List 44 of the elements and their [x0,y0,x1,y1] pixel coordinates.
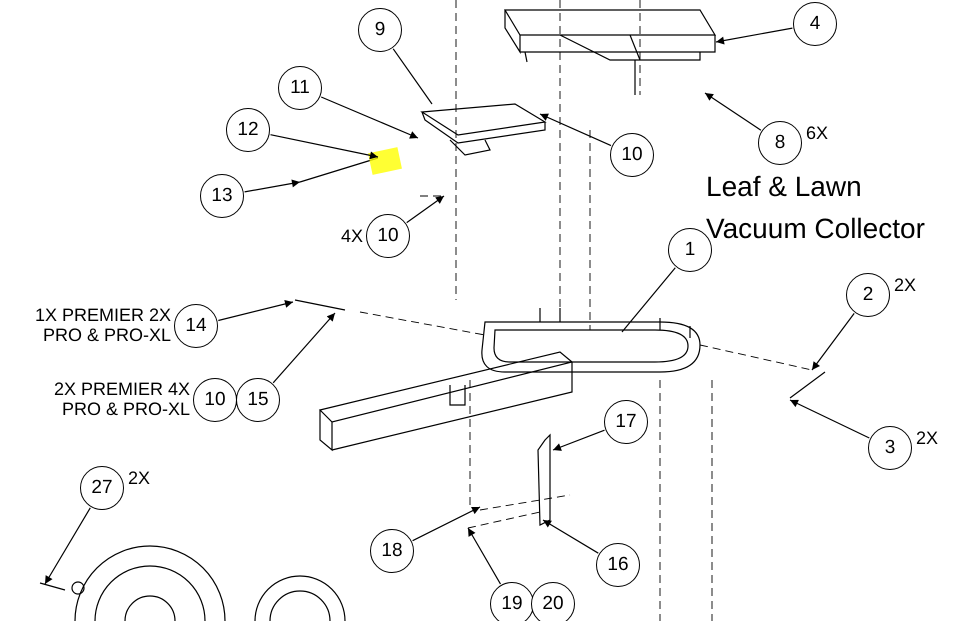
callout-number: 2 [846,273,890,317]
quantity-note: 2X [128,468,150,488]
quantity-note: 4X [340,226,363,246]
leader-line [270,134,378,160]
callout-number: 20 [531,582,575,621]
quantity-note: 2X [916,428,938,448]
callout-number: 3 [868,426,912,470]
callout-number: 17 [604,400,648,444]
callout-number: 19 [490,582,534,621]
leader-line [272,312,336,384]
callout-number: 9 [358,8,402,52]
leader-line [44,508,91,584]
leader-line [406,196,444,224]
leader-line [392,48,432,104]
leader-line [218,300,294,322]
leader-line [244,179,300,192]
callout-number: 14 [174,304,218,348]
callout-number: 18 [370,529,414,573]
leader-line [812,313,855,370]
leader-line [467,528,502,584]
callout-number: 13 [200,174,244,218]
callout-number: 10 [366,214,410,258]
leader-line [622,267,676,332]
callout-number: 27 [80,466,124,510]
callout-number: 16 [596,543,640,587]
callout-number: 15 [236,378,280,422]
leader-line [716,28,792,44]
callout-number: 4 [793,2,837,46]
callout-number: 10 [193,378,237,422]
leader-line [542,519,599,554]
leader-line [790,399,870,439]
callout-number: 12 [226,108,270,152]
leader-line [320,96,418,139]
callout-number: 11 [278,66,322,110]
leader-line [412,506,480,542]
callout-number: 10 [610,133,654,177]
quantity-note: 2X PREMIER 4X PRO & PRO-XL [52,379,190,419]
leader-line [540,113,612,146]
quantity-note: 1X PREMIER 2X PRO & PRO-XL [34,305,171,345]
leader-line [552,430,605,451]
quantity-note: 6X [806,123,828,143]
quantity-note: 2X [894,275,916,295]
leader-line [704,92,762,131]
callout-number: 8 [758,121,802,165]
